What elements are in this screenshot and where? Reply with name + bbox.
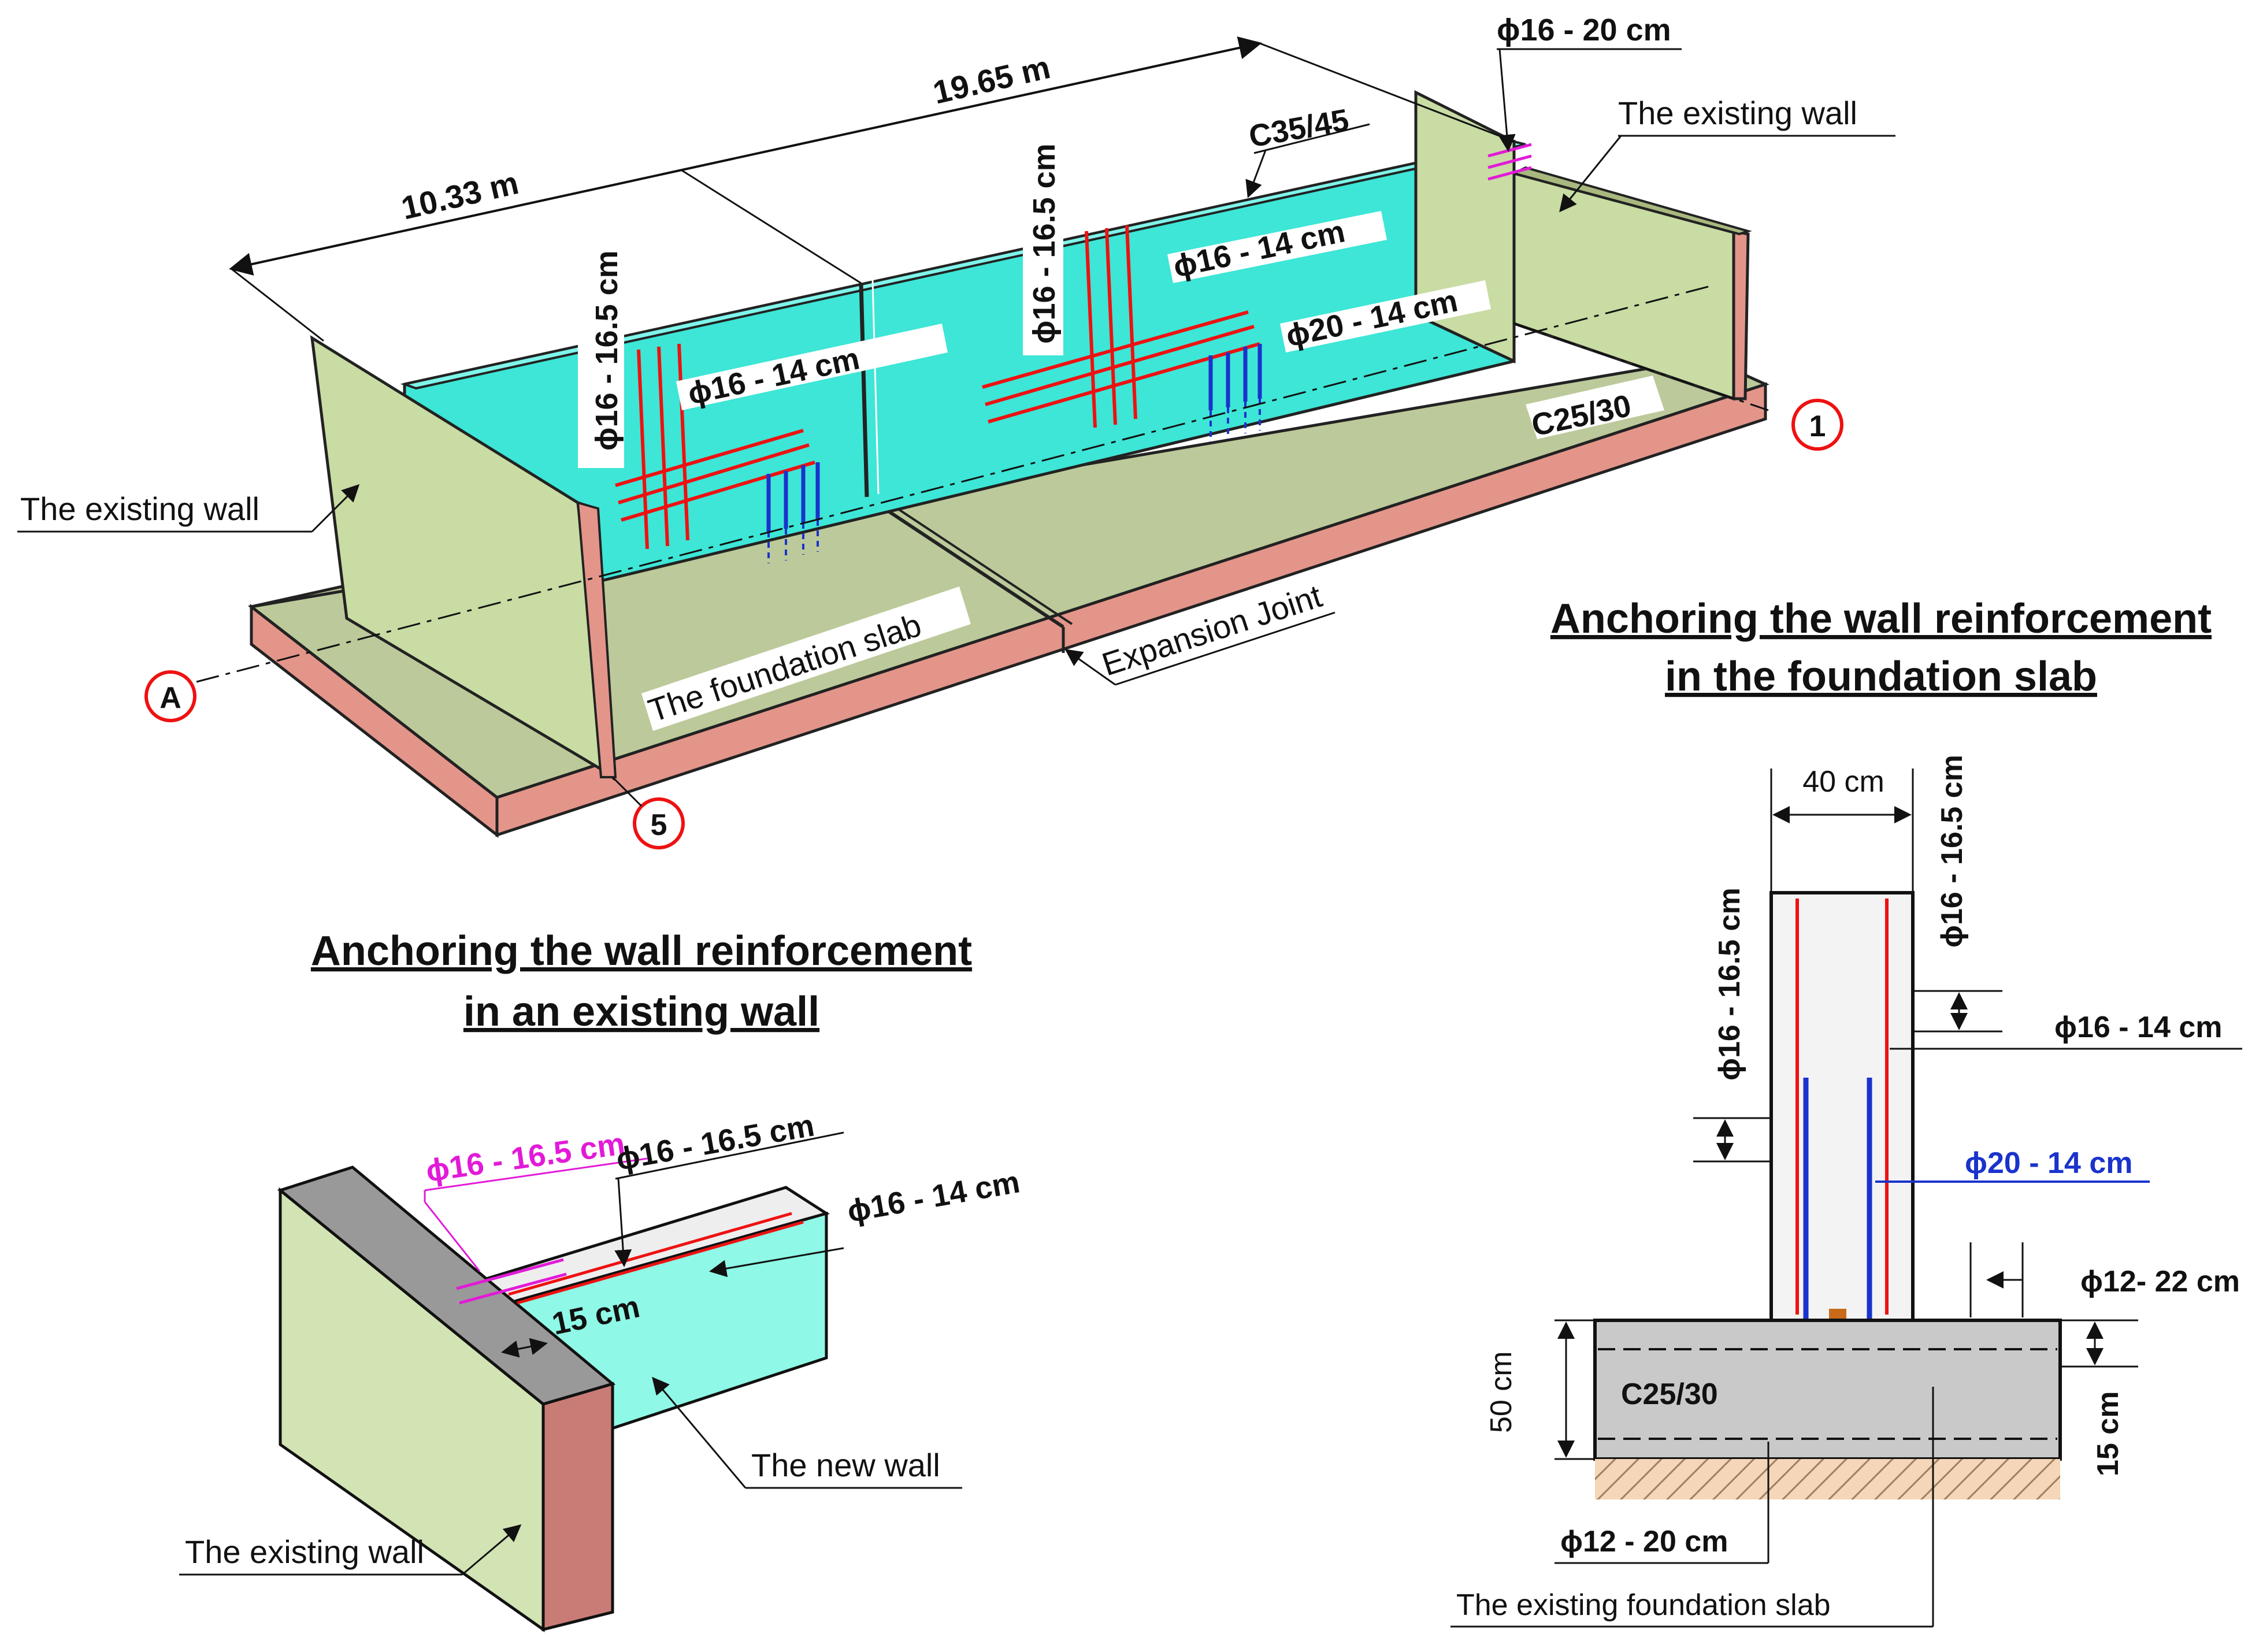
existing-wall-right-label: The existing wall [1618,95,1857,131]
expansion-joint-underline [1115,611,1335,686]
expansion-joint-leader [1064,649,1116,686]
wall-joint-2 [871,280,880,495]
existing-wall-left-leader [311,484,360,533]
foundation-slab-label-box [641,586,971,731]
dim-length-a: 10.33 m [398,164,522,227]
section-view: Anchoring the wall reinforcement in the … [1450,596,2242,1628]
vert-mid-box [1023,113,1063,355]
section-bar-blue: ϕ20 - 14 cm [1965,1146,2132,1180]
section-spacer [1829,1309,1846,1320]
section-concrete: C25/30 [1621,1378,1718,1411]
bar-top-right-leader [1498,49,1516,152]
concrete-wall-label: C35/45 [1246,102,1352,154]
section-bar-slab-top: ϕ12- 22 cm [2080,1265,2240,1298]
section-title-2: in the foundation slab [1665,654,2097,700]
axis-a-marker [144,670,196,722]
section-bar-right-vert: ϕ16 - 16.5 cm [1935,755,1969,948]
vert-left-box [578,220,624,468]
existing-wall-left-label: The existing wall [20,491,259,527]
existing-wall-right-leader [1559,135,1622,213]
bar-vert-mid: ϕ16 - 16.5 cm [1027,143,1062,344]
dim-line-total [229,36,1262,276]
existing-existing-wall: The existing wall [185,1534,424,1570]
main-isometric-view: 10.33 m 19.65 m ϕ16 - 16.5 cm ϕ16 - 14 c… [17,13,1895,849]
existing-wall-left-front [576,501,617,778]
left-slab-strip [250,604,498,838]
rebar-group-left [615,343,820,563]
horiz-mid-box [1167,211,1387,283]
axis-5-marker [633,797,685,849]
axis-1-marker [1791,399,1843,451]
axis-a-label: A [159,681,181,715]
wall-joint [859,283,869,498]
slab-label-box [1526,376,1664,439]
section-cover: 15 cm [2091,1391,2125,1476]
existing-bar-vert: ϕ16 - 16.5 cm [614,1108,817,1177]
axis-1-label: 1 [1809,410,1826,443]
existing-view-title-1: Anchoring the wall reinforcement [311,928,972,974]
dim-ext-right [1259,42,1515,143]
section-bar-left-vert: ϕ16 - 16.5 cm [1713,888,1746,1081]
expansion-joint-line-2 [874,493,1073,625]
section-slab [1593,1319,2062,1461]
concrete-wall-leader [1253,123,1370,154]
axis-1-line [1513,322,1769,411]
concrete-wall-leader-2 [1245,150,1267,198]
section-existing-slab: The existing foundation slab [1456,1588,1831,1622]
existing-block-front [541,1382,614,1632]
expansion-joint-line [866,495,1064,629]
bar-top-right: ϕ16 - 20 cm [1497,13,1671,47]
existing-new-wall: The new wall [751,1447,940,1483]
section-width: 40 cm [1802,765,1884,799]
existing-wall-right-edge [1732,229,1750,400]
dim-ext-mid [681,169,862,284]
dim-ext-left [231,268,324,342]
section-wall [1769,891,1915,1322]
axis-5-label: 5 [651,808,667,842]
section-soil [1595,1459,2060,1499]
section-bar-horiz: ϕ16 - 14 cm [2054,1011,2222,1044]
bar-vert-left: ϕ16 - 16.5 cm [589,250,624,451]
rebar-group-mid [982,225,1262,442]
axis-a-line [196,285,1711,683]
existing-bar-horiz: ϕ16 - 14 cm [845,1164,1022,1228]
section-bar-slab-bottom: ϕ12 - 20 cm [1560,1525,1728,1558]
blue-mid-box [1280,280,1491,352]
section-title-1: Anchoring the wall reinforcement [1550,596,2212,642]
axis-5-leader [611,776,643,807]
existing-bar-magenta: ϕ16 - 16.5 cm [424,1126,627,1189]
existing-view-title-2: in an existing wall [463,989,819,1035]
horiz-left-box [676,324,948,410]
section-slab-depth: 50 cm [1485,1351,1518,1433]
existing-wall-right [1512,171,1741,401]
existing-wall-view: Anchoring the wall reinforcement in an e… [179,928,1022,1632]
